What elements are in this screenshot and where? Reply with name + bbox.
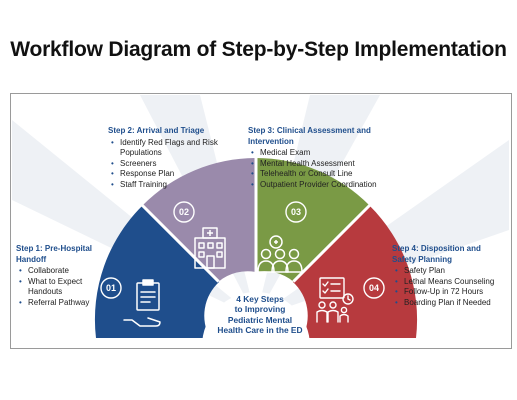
step-3-title-line-1: Step 3: Clinical Assessment and: [248, 126, 371, 135]
list-item: Lethal Means Counseling: [395, 277, 507, 288]
sector-step-1: [94, 204, 219, 338]
clipboard-handoff-icon: [123, 279, 161, 327]
svg-text:03: 03: [291, 207, 301, 217]
center-hub: [202, 292, 310, 346]
list-item: Outpatient Provider Coordination: [251, 180, 398, 191]
list-item: Identify Red Flags and Risk Populations: [111, 138, 223, 159]
list-item: Mental Health Assessment: [251, 159, 398, 170]
list-item: Safety Plan: [395, 266, 507, 277]
step-4-title: Step 4: Disposition and Safety Planning: [392, 244, 507, 265]
step-4-title-line-1: Step 4: Disposition and: [392, 244, 481, 253]
center-line-2: to Improving: [234, 304, 286, 315]
list-item: Follow-Up in 72 Hours: [395, 287, 507, 298]
svg-text:02: 02: [179, 207, 189, 217]
step-2-text: Step 2: Arrival and Triage Identify Red …: [108, 126, 223, 191]
list-item: Telehealth or Consult Line: [251, 169, 398, 180]
step-1-title-line-2: Handoff: [16, 254, 47, 264]
list-item: Collaborate: [19, 266, 111, 277]
center-line-4: Health Care in the ED: [217, 324, 303, 335]
step-4-title-line-2: Safety Planning: [392, 254, 453, 264]
step-3-title-line-2: Intervention: [248, 136, 294, 146]
list-item: Response Plan: [111, 169, 223, 180]
number-badge-2: 02: [173, 201, 195, 223]
number-badge-4: 04: [363, 277, 385, 299]
list-item: Staff Training: [111, 180, 223, 191]
step-2-title: Step 2: Arrival and Triage: [108, 126, 223, 137]
svg-text:01: 01: [106, 283, 116, 293]
svg-text:04: 04: [369, 283, 379, 293]
step-3-title: Step 3: Clinical Assessment and Interven…: [248, 126, 398, 147]
step-4-list: Safety Plan Lethal Means Counseling Foll…: [392, 266, 507, 308]
step-1-title: Step 1: Pre-Hospital Handoff: [16, 244, 111, 265]
care-team-icon: [257, 235, 303, 273]
step-3-text: Step 3: Clinical Assessment and Interven…: [248, 126, 398, 191]
step-1-text: Step 1: Pre-Hospital Handoff Collaborate…: [16, 244, 111, 309]
step-3-list: Medical Exam Mental Health Assessment Te…: [248, 148, 398, 190]
center-line-3: Pediatric Mental: [227, 314, 293, 325]
list-item: Medical Exam: [251, 148, 398, 159]
center-hub-text: 4 Key Steps to Improving Pediatric Menta…: [205, 294, 315, 335]
sector-step-4: [293, 204, 418, 338]
number-badge-3: 03: [285, 201, 307, 223]
list-item: Referral Pathway: [19, 298, 111, 309]
list-item: Boarding Plan if Needed: [395, 298, 507, 309]
step-1-list: Collaborate What to Expect Handouts Refe…: [16, 266, 111, 308]
hospital-icon: [194, 227, 226, 269]
step-1-title-line-1: Step 1: Pre-Hospital: [16, 244, 93, 253]
separator-right: [292, 198, 377, 283]
step-2-list: Identify Red Flags and Risk Populations …: [108, 138, 223, 191]
center-line-1: 4 Key Steps: [236, 294, 284, 304]
planning-team-icon: [316, 277, 354, 323]
step-4-text: Step 4: Disposition and Safety Planning …: [392, 244, 507, 309]
list-item: What to Expect Handouts: [19, 277, 111, 298]
list-item: Screeners: [111, 159, 223, 170]
page-title: Workflow Diagram of Step-by-Step Impleme…: [10, 38, 507, 61]
step-2-title-line-1: Step 2: Arrival and Triage: [108, 126, 205, 135]
